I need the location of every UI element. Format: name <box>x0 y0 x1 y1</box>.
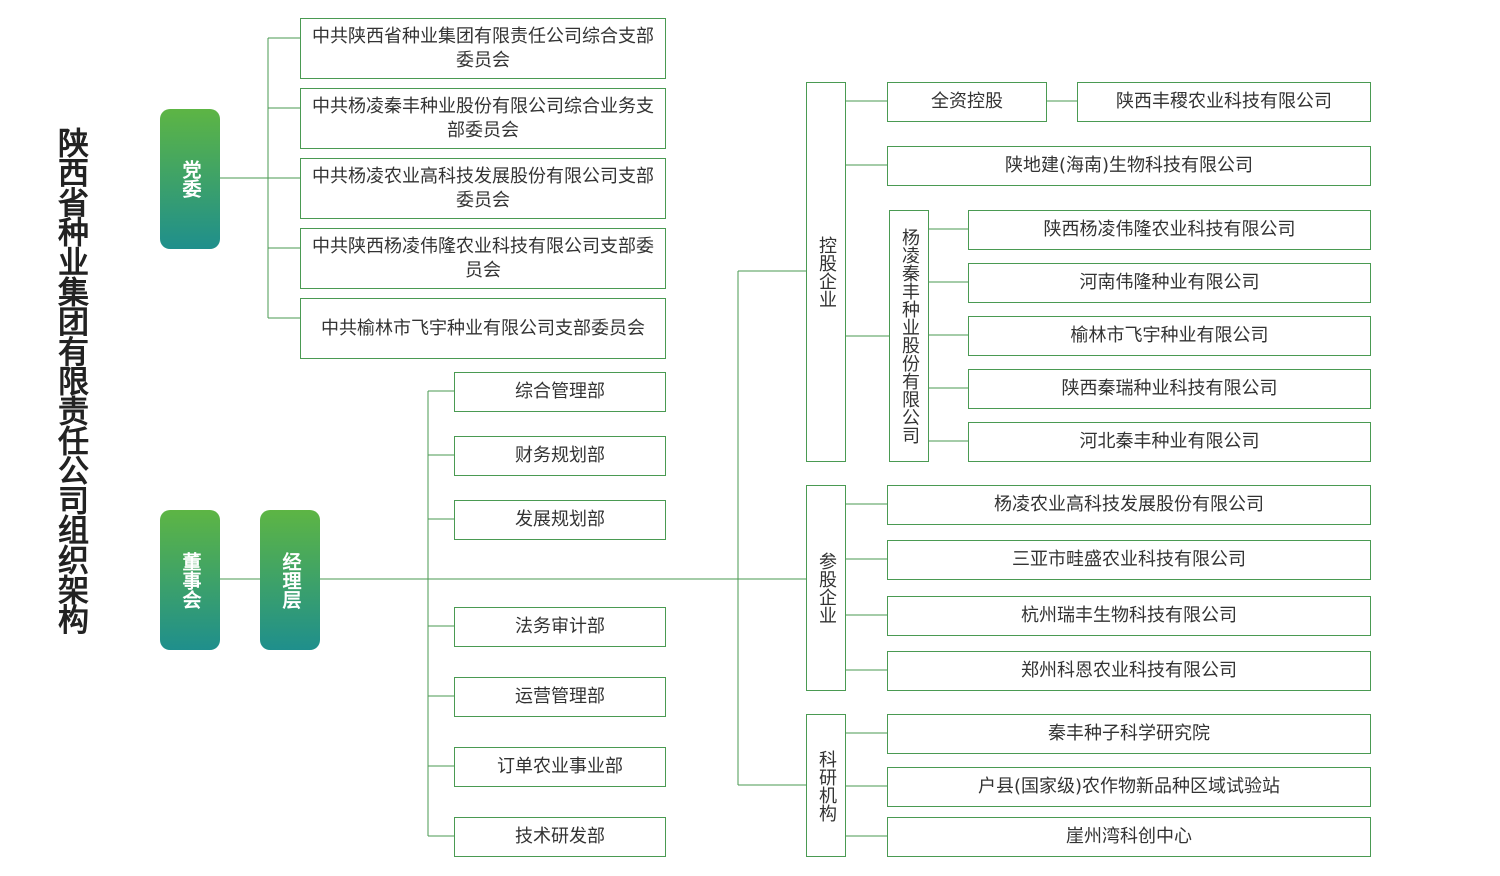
page-title: 陕西省种业集团有限责任公司组织架构 <box>52 126 88 634</box>
qinfeng-subsidiary-2: 河南伟隆种业有限公司 <box>968 263 1371 303</box>
party-branch-1: 中共陕西省种业集团有限责任公司综合支部委员会 <box>300 18 666 79</box>
research-institution-2: 户县(国家级)农作物新品种区域试验站 <box>887 767 1371 807</box>
qinfeng-subsidiary-5: 河北秦丰种业有限公司 <box>968 422 1371 462</box>
board-node: 董事会 <box>160 510 220 650</box>
holding-company-1: 陕地建(海南)生物科技有限公司 <box>887 146 1371 186</box>
qinfeng-subsidiary-4: 陕西秦瑞种业科技有限公司 <box>968 369 1371 409</box>
department-3: 发展规划部 <box>454 500 666 540</box>
party-branch-2: 中共杨凌秦丰种业股份有限公司综合业务支部委员会 <box>300 88 666 149</box>
qinfeng-seed-node: 杨凌秦丰种业股份有限公司 <box>889 210 929 462</box>
shareholding-enterprises-node: 参股企业 <box>806 485 846 691</box>
department-1: 综合管理部 <box>454 372 666 412</box>
department-5: 运营管理部 <box>454 677 666 717</box>
party-branch-5: 中共榆林市飞宇种业有限公司支部委员会 <box>300 298 666 359</box>
department-6: 订单农业事业部 <box>454 747 666 787</box>
share-company-1: 杨凌农业高科技发展股份有限公司 <box>887 485 1371 525</box>
holding-enterprises-node: 控股企业 <box>806 82 846 462</box>
research-institution-1: 秦丰种子科学研究院 <box>887 714 1371 754</box>
management-node: 经理层 <box>260 510 320 650</box>
research-institution-3: 崖州湾科创中心 <box>887 817 1371 857</box>
qinfeng-subsidiary-1: 陕西杨凌伟隆农业科技有限公司 <box>968 210 1371 250</box>
party-committee-node: 党委 <box>160 109 220 249</box>
full-ownership-node: 全资控股 <box>887 82 1047 122</box>
party-branch-4: 中共陕西杨凌伟隆农业科技有限公司支部委员会 <box>300 228 666 289</box>
qinfeng-subsidiary-3: 榆林市飞宇种业有限公司 <box>968 316 1371 356</box>
department-4: 法务审计部 <box>454 607 666 647</box>
department-7: 技术研发部 <box>454 817 666 857</box>
share-company-3: 杭州瑞丰生物科技有限公司 <box>887 596 1371 636</box>
share-company-2: 三亚市畦盛农业科技有限公司 <box>887 540 1371 580</box>
share-company-4: 郑州科恩农业科技有限公司 <box>887 651 1371 691</box>
department-2: 财务规划部 <box>454 436 666 476</box>
research-institutions-node: 科研机构 <box>806 714 846 857</box>
party-branch-3: 中共杨凌农业高科技发展股份有限公司支部委员会 <box>300 158 666 219</box>
wholly-owned-company-1: 陕西丰稷农业科技有限公司 <box>1077 82 1371 122</box>
